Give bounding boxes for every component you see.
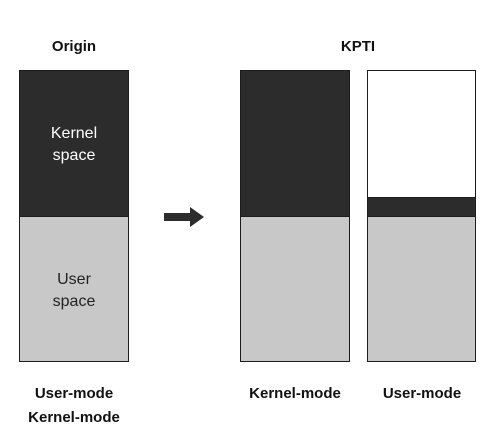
- origin-heading: Origin: [51, 38, 97, 55]
- user-label-line1: User: [57, 271, 91, 288]
- origin-user-space-block: [20, 216, 128, 361]
- kpti-user-mode-user-space-block: [368, 217, 475, 361]
- origin-mode-line1: User-mode: [34, 385, 114, 402]
- kpti-minimal-kernel-stub-block: [368, 197, 475, 217]
- origin-kernel-space-block: [20, 71, 128, 216]
- kpti-unmapped-kernel-block: [368, 71, 475, 197]
- kpti-user-mode-label: User-mode: [382, 385, 462, 402]
- kpti-heading: KPTI: [340, 38, 376, 55]
- kpti-kernel-space-block: [241, 71, 349, 216]
- kernel-label-line1: Kernel: [50, 125, 98, 142]
- kpti-kernel-mode-column: [240, 70, 350, 362]
- user-label-line2: space: [52, 293, 96, 310]
- right-arrow-icon: [164, 207, 204, 227]
- origin-kernel-space-label: Kernel space: [20, 123, 128, 167]
- origin-mode-label: User-mode Kernel-mode: [4, 382, 144, 430]
- origin-mode-line2: Kernel-mode: [28, 409, 120, 426]
- origin-memory-column: Kernel space User space: [19, 70, 129, 362]
- kpti-kernel-mode-label: Kernel-mode: [249, 385, 341, 402]
- kpti-user-mode-column: [367, 70, 476, 362]
- kpti-kernel-mode-user-space-block: [241, 216, 349, 361]
- kernel-label-line2: space: [52, 147, 96, 164]
- origin-user-space-label: User space: [20, 269, 128, 313]
